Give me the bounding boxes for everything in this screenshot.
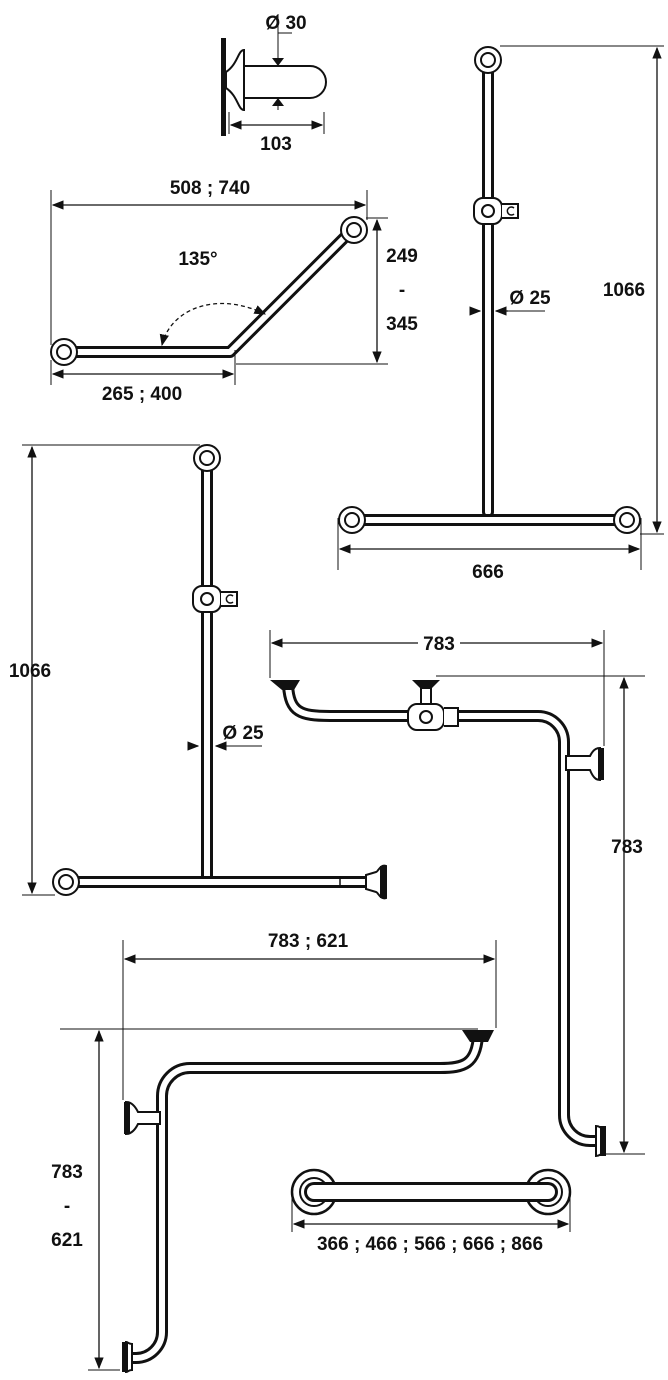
t-bar-left-diameter-label: Ø 25 — [222, 723, 264, 744]
t-shaped-shower-bar-left: 1066 Ø 25 — [9, 444, 387, 900]
l-bar-height-bottom: 621 — [51, 1230, 83, 1251]
t-bar-left-height-label: 1066 — [9, 661, 51, 682]
t-bar-right-width-label: 666 — [472, 562, 504, 583]
u-bar-width-label: 783 — [423, 634, 455, 655]
shower-head-holder-right — [473, 197, 519, 225]
angled-bar-base-label: 265 ; 400 — [102, 384, 182, 405]
wall-bracket-detail: Ø 30 103 — [221, 13, 327, 155]
l-bar-height-top: 783 — [51, 1162, 83, 1183]
angled-grab-bar: 508 ; 740 249 - 345 135° 265 ; 400 — [50, 178, 418, 405]
angled-bar-angle-label: 135° — [178, 249, 217, 270]
straight-bar-lengths-label: 366 ; 466 ; 566 ; 666 ; 866 — [317, 1234, 543, 1255]
t-bar-right-diameter-label: Ø 25 — [509, 288, 551, 309]
bracket-diameter-label: Ø 30 — [265, 13, 306, 34]
shower-head-holder-left — [192, 585, 238, 613]
angled-bar-height-sep: - — [399, 280, 405, 301]
bracket-rose — [225, 48, 245, 112]
u-shaped-bar-right: 783 783 — [269, 630, 645, 1158]
straight-grab-bar: 366 ; 466 ; 566 ; 666 ; 866 — [290, 1168, 572, 1255]
t-shaped-shower-bar-right: 1066 Ø 25 666 — [337, 45, 664, 583]
bracket-depth-label: 103 — [260, 134, 292, 155]
angled-bar-height-bottom: 345 — [386, 314, 418, 335]
t-bar-right-height-label: 1066 — [603, 280, 645, 301]
angled-bar-width-label: 508 ; 740 — [170, 178, 250, 199]
l-bar-width-label: 783 ; 621 — [268, 931, 349, 952]
l-bar-height-sep: - — [64, 1196, 70, 1217]
u-bar-height-label: 783 — [611, 837, 643, 858]
l-shaped-bar-left: 783 ; 621 783 - 621 — [51, 931, 497, 1374]
bracket-tube — [243, 65, 327, 99]
angled-bar-height-top: 249 — [386, 246, 418, 267]
wall-plate — [221, 38, 226, 136]
